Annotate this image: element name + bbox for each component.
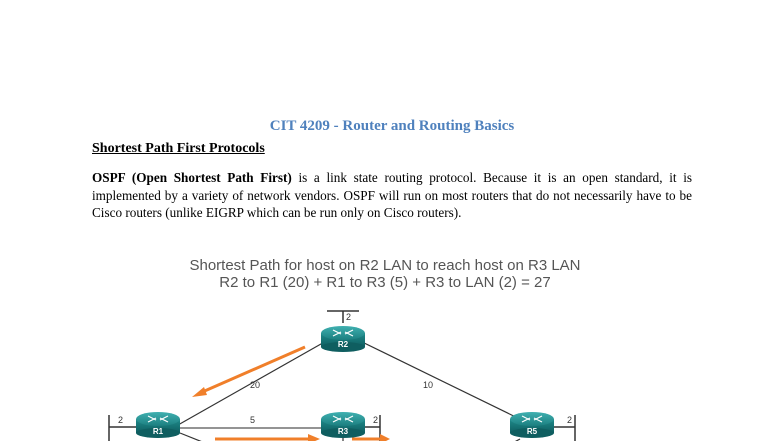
svg-text:R2: R2 (338, 340, 349, 349)
section-heading: Shortest Path First Protocols (92, 141, 265, 156)
lan-r2 (327, 310, 359, 323)
cost-label-r1-r3: 5 (250, 415, 255, 425)
figure-caption-line2: R2 to R1 (20) + R1 to R3 (5) + R3 to LAN… (219, 273, 551, 291)
ospf-topology-figure: Shortest Path for host on R2 LAN to reac… (100, 255, 660, 441)
router-r1-icon: R1 (136, 412, 180, 438)
lan-r1 (108, 415, 140, 441)
cost-label-r2-r5: 10 (423, 380, 433, 390)
topology-diagram: 2 20 10 5 2 2 2 R2 (108, 310, 576, 441)
router-r5-icon: R5 (510, 412, 554, 438)
cost-label-r5-lan: 2 (567, 415, 572, 425)
cost-label-r3-lan: 2 (373, 415, 378, 425)
lan-r5 (554, 415, 576, 441)
cost-label-r1-lan: 2 (118, 415, 123, 425)
cost-label-r2-r1: 20 (250, 380, 260, 390)
path-arrow-r1-to-r3 (215, 434, 320, 441)
body-paragraph: OSPF (Open Shortest Path First) is a lin… (92, 169, 692, 222)
router-r3-icon: R3 (321, 412, 365, 438)
path-arrow-r3-to-lan (352, 434, 390, 441)
paragraph-bold-lead: OSPF (Open Shortest Path First) (92, 170, 292, 185)
page-title: CIT 4209 - Router and Routing Basics (269, 118, 515, 134)
link-r2-r5 (357, 339, 529, 424)
figure-caption: Shortest Path for host on R2 LAN to reac… (100, 257, 670, 291)
path-arrow-r2-to-r1 (192, 345, 306, 397)
svg-text:R5: R5 (527, 427, 538, 436)
figure-caption-line1: Shortest Path for host on R2 LAN to reac… (189, 257, 581, 274)
svg-text:R3: R3 (338, 427, 349, 436)
svg-text:R1: R1 (153, 427, 164, 436)
router-r2-icon: R2 (321, 326, 365, 352)
link-r2-r1 (177, 339, 329, 426)
paragraph-text: is a link state routing protocol. Becaus… (92, 170, 692, 220)
cost-label-r2-lan: 2 (346, 312, 351, 322)
